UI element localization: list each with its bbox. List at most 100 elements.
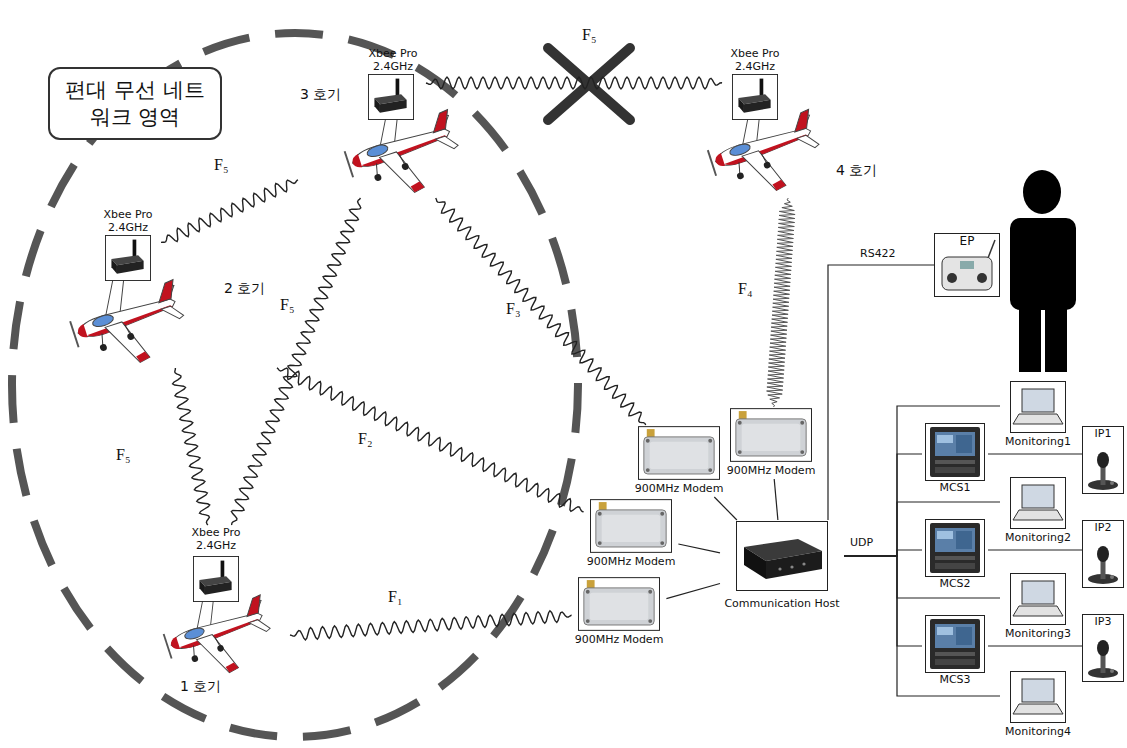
radio-link: [767, 198, 796, 407]
link-label-holder: F₄: [736, 280, 754, 298]
xbee-icon: [193, 556, 238, 601]
mcs-icon: [926, 424, 985, 481]
ep-controller: EP: [934, 233, 1000, 297]
node-label: 900MHz Modem: [635, 483, 724, 496]
frequency-label: F₅: [114, 446, 132, 464]
frequency-label: F₃: [504, 300, 522, 318]
node-label: Xbee Pro 2.4GHz: [722, 48, 788, 73]
xbee-radio: Xbee Pro 2.4GHz: [185, 525, 247, 605]
link-label-holder: F₅: [278, 296, 296, 314]
bus-name: RS422: [858, 248, 898, 261]
wired-link: [828, 265, 934, 520]
frequency-label: F₅: [278, 296, 296, 314]
modem-icon: [578, 578, 659, 631]
node-label: Monitoring3: [1005, 628, 1071, 641]
link-label-holder: F₅: [212, 156, 230, 174]
monitoring-laptop: Monitoring4: [1000, 670, 1076, 740]
wired-link: [844, 556, 922, 646]
node-label: Monitoring4: [1005, 726, 1071, 739]
node-label: 4 호기: [836, 162, 877, 178]
wired-link: [844, 454, 922, 556]
modem: 900MHz Modem: [632, 425, 727, 497]
joystick-input: IP2: [1082, 520, 1124, 588]
aircraft: 1 호기: [148, 580, 290, 700]
radio-link: [426, 77, 722, 89]
frequency-label: F₂: [356, 430, 374, 448]
xbee-icon: [732, 74, 777, 119]
node-label: IP2: [1095, 522, 1112, 535]
aircraft: 3 호기: [298, 84, 468, 198]
modem-icon: [638, 427, 719, 480]
laptop-icon: [1011, 478, 1066, 529]
wired-link: [844, 556, 1000, 598]
laptop-icon: [1011, 672, 1066, 723]
modem-icon: [590, 500, 671, 553]
node-label: Monitoring1: [1005, 436, 1071, 449]
node-label: MCS3: [939, 674, 970, 687]
node-label: Xbee Pro 2.4GHz: [95, 209, 161, 234]
link-label-holder: RS422: [858, 248, 898, 261]
wired-link: [988, 645, 1082, 646]
network-area-outline: [12, 33, 578, 737]
node-label: 1 호기: [180, 678, 221, 694]
frequency-label: F₄: [736, 280, 754, 298]
mcs-station: MCS1: [922, 422, 988, 496]
wired-link: [678, 544, 720, 553]
label-holder: UDP: [848, 537, 875, 550]
wired-link: [844, 502, 1000, 556]
radio-link: [277, 368, 584, 512]
node-label: Communication Host: [724, 598, 839, 611]
node-label: Xbee Pro 2.4GHz: [360, 48, 426, 73]
region-label-box: 편대 무선 네트워크 영역: [48, 67, 222, 140]
node-label: IP1: [1095, 428, 1112, 441]
communication-host: Communication Host: [720, 520, 844, 612]
mcs-icon: [926, 616, 985, 673]
node-label: 2 호기: [224, 280, 265, 296]
joystick-icon: [1083, 427, 1124, 682]
node-label: 900MHz Modem: [587, 556, 676, 569]
node-label: 900MHz Modem: [727, 465, 816, 478]
node-label: IP3: [1095, 616, 1112, 629]
node-label: 900MHz Modem: [575, 634, 664, 647]
radio-link: [173, 368, 210, 525]
link-label-holder: F₃: [504, 300, 522, 318]
aircraft: 2 호기: [52, 262, 277, 368]
node-label: MCS1: [939, 482, 970, 495]
wired-link: [988, 453, 1082, 454]
node-label: 3 호기: [300, 86, 341, 102]
xbee-radio: Xbee Pro 2.4GHz: [360, 46, 426, 120]
node-label: MCS2: [939, 578, 970, 591]
modem: 900MHz Modem: [584, 498, 679, 570]
xbee-radio: Xbee Pro 2.4GHz: [95, 207, 161, 282]
radio-link: [161, 180, 298, 243]
frequency-label: F₅: [580, 26, 598, 44]
operator-silhouette: [1010, 170, 1076, 372]
monitoring-laptop: Monitoring3: [1000, 572, 1076, 642]
radio-link: [231, 198, 360, 525]
frequency-label: F₅: [212, 156, 230, 174]
node-label: Xbee Pro 2.4GHz: [185, 527, 247, 552]
wired-link: [714, 497, 737, 520]
link-label-holder: F₂: [356, 430, 374, 448]
host-icon: [737, 522, 828, 591]
xbee-icon: [368, 74, 413, 119]
aircraft: 4 호기: [696, 92, 888, 198]
radio-link: [436, 198, 646, 425]
xbee-radio: Xbee Pro 2.4GHz: [722, 46, 788, 120]
node-label: EP: [960, 235, 975, 249]
monitoring-laptop: Monitoring1: [1000, 380, 1076, 450]
wired-link: [844, 406, 1000, 556]
node-label: Monitoring2: [1005, 532, 1071, 545]
ep-transmitter: [935, 234, 1000, 297]
joystick-input: IP3: [1082, 614, 1124, 682]
link-label-holder: F₅: [580, 26, 598, 44]
link-label-holder: F₅: [114, 446, 132, 464]
radio-link: [290, 611, 572, 640]
wired-link: [988, 549, 1082, 550]
mcs-station: MCS3: [922, 614, 988, 688]
wired-link: [844, 556, 1000, 696]
xbee-icon: [105, 235, 150, 280]
node-label: 편대 무선 네트워크 영역: [60, 77, 210, 130]
protocol-label: UDP: [848, 537, 875, 550]
